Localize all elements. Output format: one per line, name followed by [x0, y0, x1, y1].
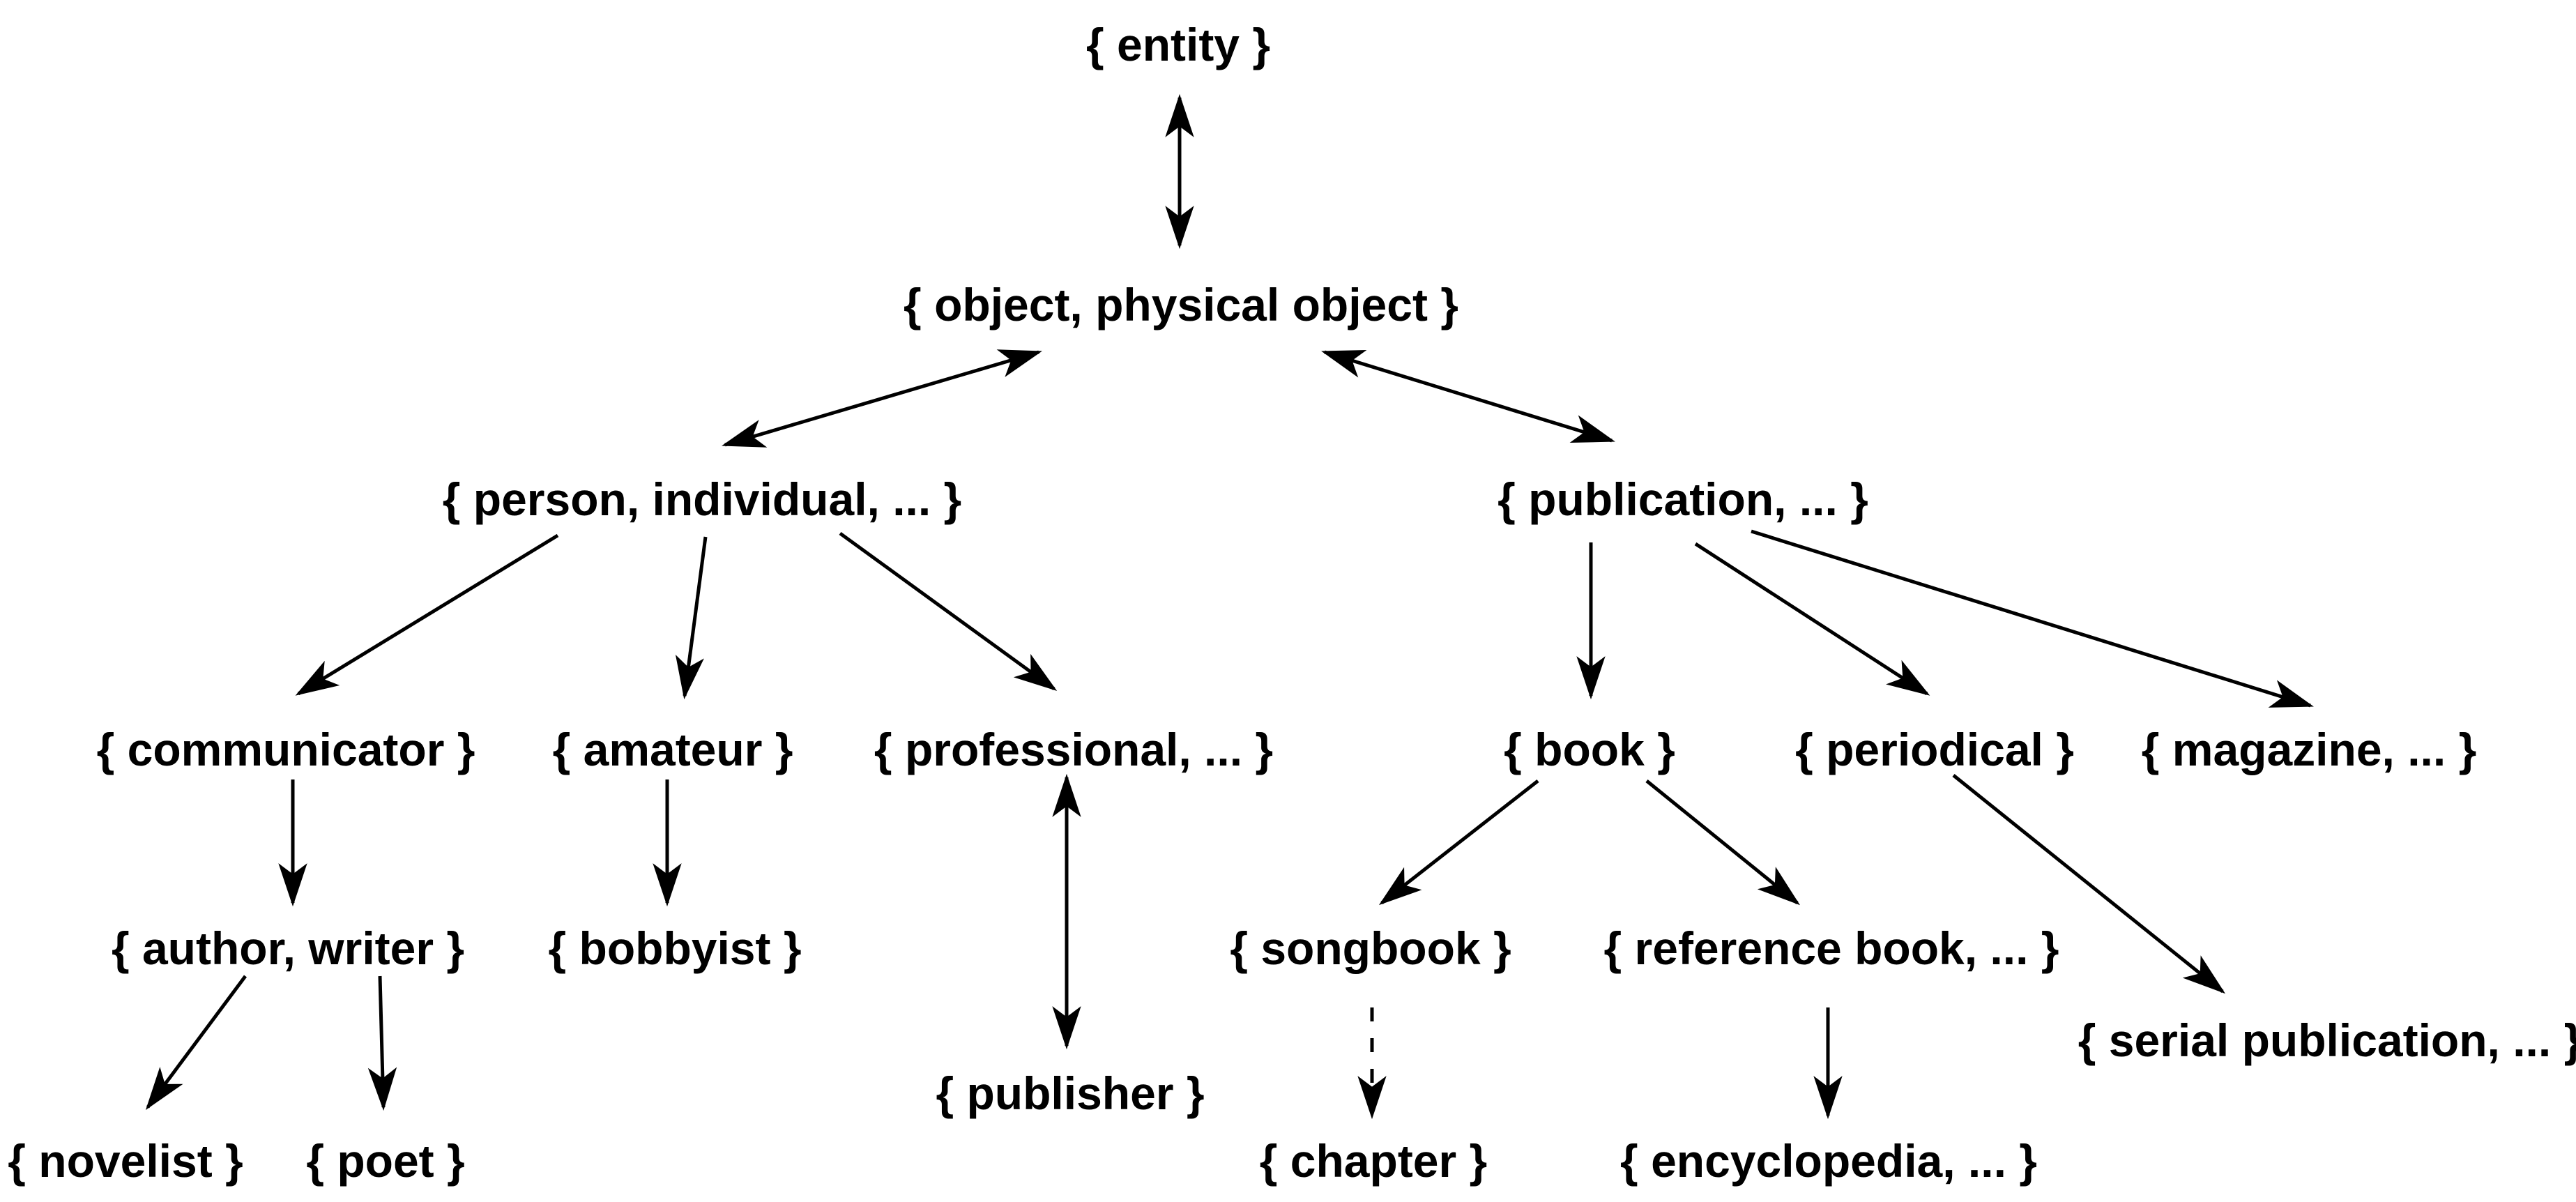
- node-magazine: { magazine, ... }: [2141, 724, 2477, 775]
- node-bobbyist: { bobbyist }: [548, 922, 802, 974]
- node-professional: { professional, ... }: [874, 724, 1274, 775]
- node-songbook: { songbook }: [1230, 922, 1511, 974]
- edge-periodical-serial-publication-arrow: [1952, 774, 2226, 994]
- edge-person-object-arrow: [722, 349, 1042, 448]
- node-serial-publication: { serial publication, ... }: [2078, 1014, 2576, 1066]
- node-author: { author, writer }: [111, 922, 465, 974]
- edge-group: [145, 93, 2314, 1120]
- node-entity: { entity }: [1085, 19, 1271, 70]
- node-person: { person, individual, ... }: [442, 473, 962, 525]
- edge-author-novelist-arrow: [145, 975, 247, 1111]
- node-book: { book }: [1504, 724, 1675, 775]
- node-novelist: { novelist }: [8, 1135, 243, 1187]
- node-periodical: { periodical }: [1795, 724, 2074, 775]
- node-amateur: { amateur }: [552, 724, 793, 775]
- edge-object-publication-arrow: [1321, 349, 1615, 443]
- node-publisher: { publisher }: [936, 1067, 1205, 1119]
- edge-person-professional-arrow: [839, 531, 1058, 692]
- edge-book-reference-book-arrow: [1645, 779, 1801, 906]
- node-communicator: { communicator }: [96, 724, 475, 775]
- node-encyclopedia: { encyclopedia, ... }: [1620, 1135, 2037, 1187]
- edge-person-amateur-arrow: [675, 536, 708, 700]
- node-chapter: { chapter }: [1259, 1135, 1488, 1187]
- node-object: { object, physical object }: [904, 279, 1458, 330]
- edge-book-songbook-arrow: [1378, 779, 1539, 906]
- node-reference-book: { reference book, ... }: [1603, 922, 2059, 974]
- edge-author-poet-arrow: [367, 975, 397, 1111]
- node-poet: { poet }: [306, 1135, 465, 1187]
- edge-person-communicator-arrow: [295, 533, 559, 696]
- edge-publication-magazine-arrow: [1751, 529, 2314, 708]
- edge-publication-periodical-arrow: [1694, 542, 1930, 696]
- node-publication: { publication, ... }: [1497, 473, 1868, 525]
